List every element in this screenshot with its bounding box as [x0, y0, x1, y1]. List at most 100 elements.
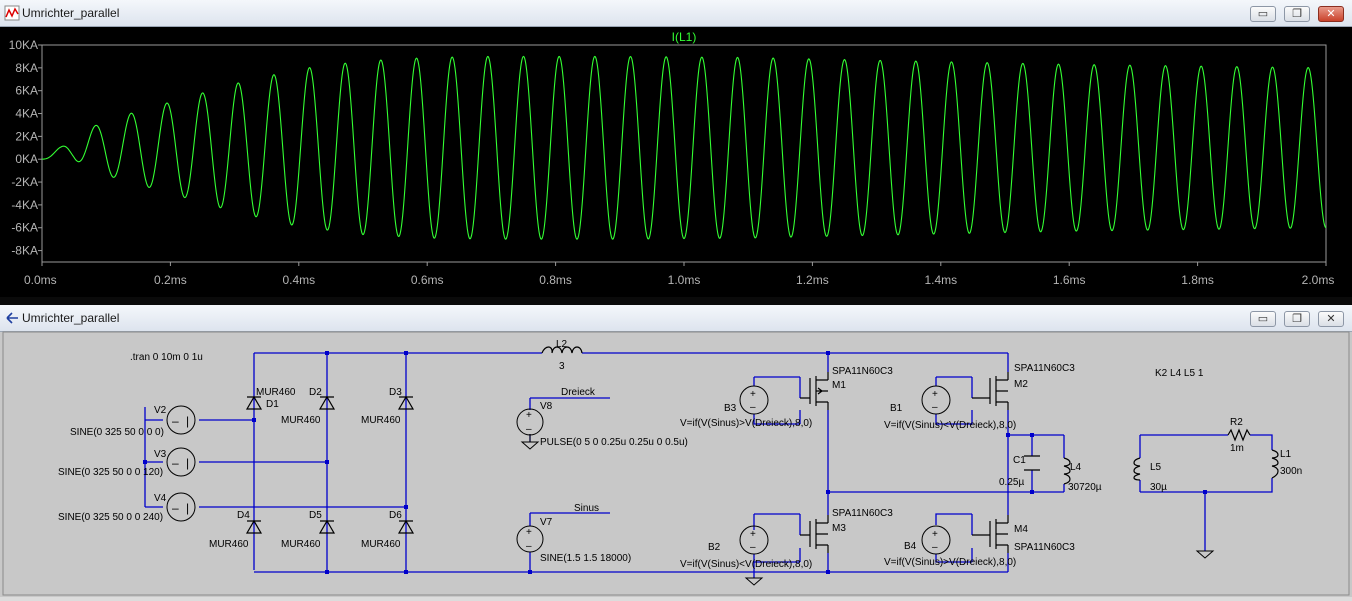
- label-c1: C1: [1013, 455, 1026, 466]
- value-v8: PULSE(0 5 0 0.25u 0.25u 0 0.5u): [540, 437, 688, 448]
- x-tick-label: 0.8ms: [539, 273, 572, 287]
- y-tick-label: 4KA: [15, 107, 38, 121]
- junction-dots: [143, 351, 1207, 574]
- label-m4: M4: [1014, 524, 1028, 535]
- model-d6: MUR460: [361, 539, 401, 550]
- model-d3: MUR460: [361, 415, 401, 426]
- value-v3: SINE(0 325 50 0 0 120): [58, 467, 163, 478]
- waveform-plot[interactable]: I(L1) 10KA8KA6KA4KA2KA0KA-2KA-4KA-6KA-8K…: [0, 26, 1352, 297]
- waveform-window-title: Umrichter_parallel: [22, 6, 120, 20]
- window-gap: [0, 297, 1352, 305]
- ground-symbol: [1195, 550, 1215, 559]
- label-v8: V8: [540, 401, 553, 412]
- label-b4: B4: [904, 541, 917, 552]
- expr-b4: V=if(V(Sinus)>V(Dreieck),8,0): [884, 557, 1016, 568]
- svg-text:–: –: [750, 402, 756, 413]
- y-tick-label: -2KA: [11, 175, 38, 189]
- close-button[interactable]: ✕: [1318, 6, 1344, 22]
- label-v7: V7: [540, 517, 553, 528]
- inductor-l5[interactable]: [1133, 457, 1141, 481]
- trace-i-l1[interactable]: [41, 55, 1327, 240]
- y-tick-label: -8KA: [11, 244, 38, 258]
- x-tick-label: 1.2ms: [796, 273, 829, 287]
- schematic-canvas[interactable]: –| –| –| +– +–: [0, 331, 1352, 597]
- x-tick-label: 1.6ms: [1053, 273, 1086, 287]
- y-tick-label: 8KA: [15, 61, 38, 75]
- waveform-app-icon: [4, 5, 20, 21]
- voltage-source-v4[interactable]: –|: [166, 492, 196, 522]
- label-b3: B3: [724, 403, 737, 414]
- value-v4: SINE(0 325 50 0 0 240): [58, 512, 163, 523]
- voltage-source-v2[interactable]: –|: [166, 405, 196, 435]
- label-d1: D1: [266, 399, 279, 410]
- label-b2: B2: [708, 542, 721, 553]
- inductor-l1[interactable]: [1271, 449, 1279, 479]
- expr-b3: V=if(V(Sinus)>V(Dreieck),8,0): [680, 418, 812, 429]
- x-tick-label: 1.4ms: [924, 273, 957, 287]
- value-l4: 30720µ: [1068, 482, 1102, 493]
- expr-b1: V=if(V(Sinus)<V(Dreieck),8,0): [884, 420, 1016, 431]
- model-d5: MUR460: [281, 539, 321, 550]
- svg-text:+: +: [932, 529, 938, 540]
- svg-text:+: +: [526, 527, 532, 538]
- schematic-close-button[interactable]: ✕: [1318, 311, 1344, 327]
- schematic-window: Umrichter_parallel ▭ ❐ ✕: [0, 305, 1352, 597]
- x-tick-label: 1.8ms: [1181, 273, 1214, 287]
- label-m3: M3: [832, 523, 846, 534]
- label-m2: M2: [1014, 379, 1028, 390]
- inductor-l2[interactable]: [541, 346, 583, 354]
- model-d1: MUR460: [256, 387, 296, 398]
- svg-text:|: |: [186, 456, 189, 470]
- net-dreieck: Dreieck: [561, 387, 596, 398]
- capacitor-c1[interactable]: [1024, 455, 1040, 471]
- svg-text:+: +: [526, 410, 532, 421]
- label-d6: D6: [389, 510, 402, 521]
- restore-button[interactable]: ❐: [1284, 6, 1310, 22]
- directive-tran[interactable]: .tran 0 10m 0 1u: [130, 352, 203, 363]
- label-d4: D4: [237, 510, 250, 521]
- x-tick-label: 0.2ms: [154, 273, 187, 287]
- svg-text:–: –: [526, 424, 532, 435]
- label-l5: L5: [1150, 462, 1162, 473]
- svg-text:|: |: [186, 414, 189, 428]
- model-d4: MUR460: [209, 539, 249, 550]
- label-l4: L4: [1070, 462, 1082, 473]
- label-b1: B1: [890, 403, 903, 414]
- voltage-source-v3[interactable]: –|: [166, 447, 196, 477]
- expr-b2: V=if(V(Sinus)<V(Dreieck),8,0): [680, 559, 812, 570]
- y-tick-label: 2KA: [15, 129, 38, 143]
- svg-text:+: +: [750, 529, 756, 540]
- net-sinus: Sinus: [574, 503, 599, 514]
- directive-k2[interactable]: K2 L4 L5 1: [1155, 368, 1204, 379]
- schematic-window-title: Umrichter_parallel: [22, 311, 120, 325]
- svg-text:–: –: [932, 542, 938, 553]
- label-v2: V2: [154, 405, 167, 416]
- resistor-r2[interactable]: [1227, 428, 1251, 442]
- value-l2: 3: [559, 361, 565, 372]
- voltage-source-v7[interactable]: +–: [516, 525, 544, 553]
- schematic-app-icon: [6, 312, 18, 324]
- label-r2: R2: [1230, 417, 1243, 428]
- inductor-l4[interactable]: [1063, 457, 1071, 485]
- waveform-titlebar[interactable]: Umrichter_parallel ▭ ❐ ✕: [0, 0, 1352, 27]
- schematic-restore-button[interactable]: ❐: [1284, 311, 1310, 327]
- svg-text:|: |: [186, 501, 189, 515]
- svg-text:–: –: [172, 414, 179, 428]
- model-d2: MUR460: [281, 415, 321, 426]
- label-d5: D5: [309, 510, 322, 521]
- y-tick-label: -6KA: [11, 221, 38, 235]
- value-v7: SINE(1.5 1.5 18000): [540, 553, 631, 564]
- schematic-minimize-button[interactable]: ▭: [1250, 311, 1276, 327]
- y-tick-label: 6KA: [15, 84, 38, 98]
- x-tick-label: 0.4ms: [282, 273, 315, 287]
- value-l1: 300n: [1280, 466, 1302, 477]
- trace-label[interactable]: I(L1): [672, 30, 697, 44]
- minimize-button[interactable]: ▭: [1250, 6, 1276, 22]
- svg-text:–: –: [932, 402, 938, 413]
- schematic-titlebar[interactable]: Umrichter_parallel ▭ ❐ ✕: [0, 305, 1352, 332]
- value-l5: 30µ: [1150, 482, 1167, 493]
- label-d3: D3: [389, 387, 402, 398]
- voltage-source-v8[interactable]: +–: [516, 408, 544, 450]
